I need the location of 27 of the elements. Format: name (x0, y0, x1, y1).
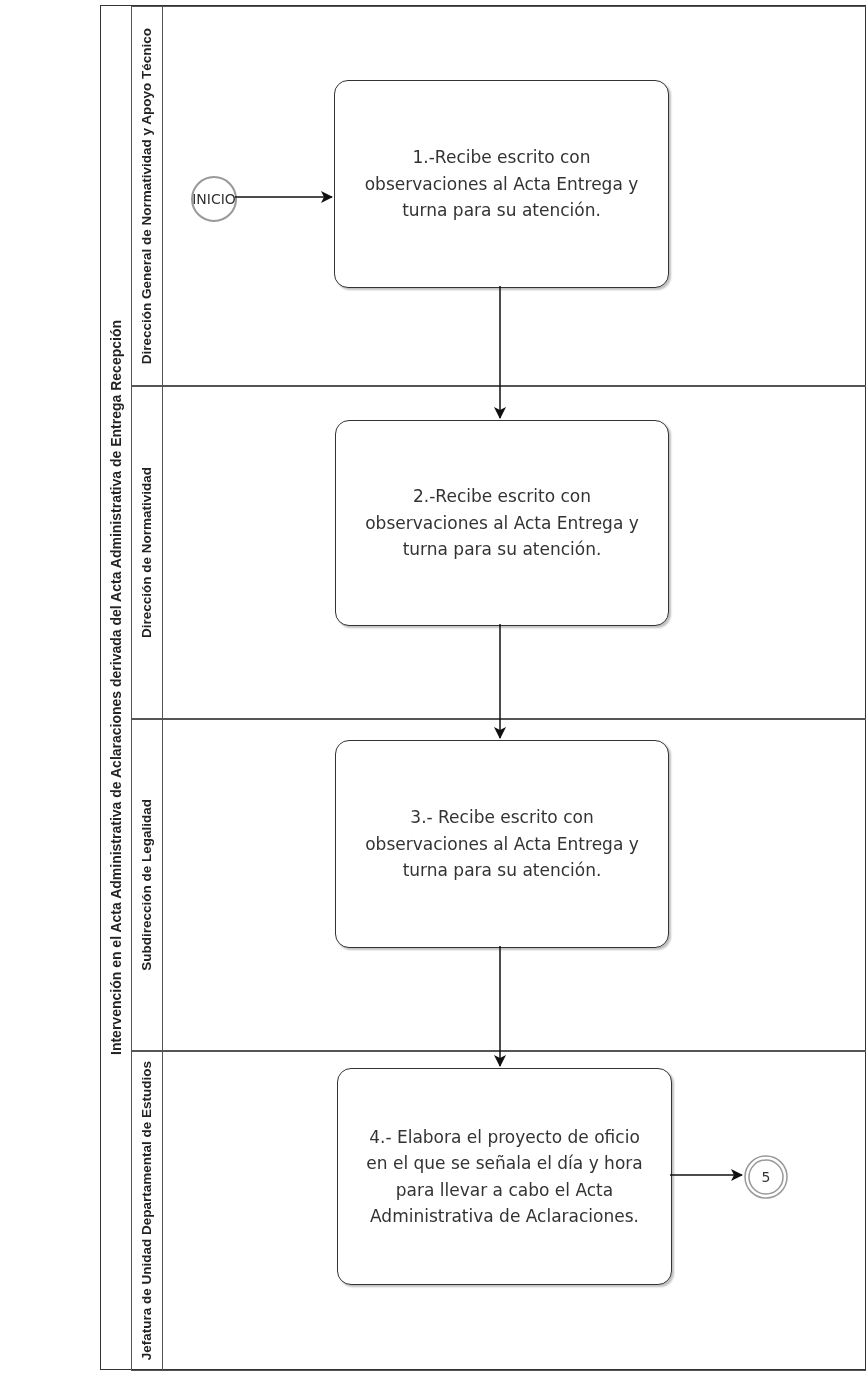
swimlane (131, 1051, 866, 1371)
process-text: 3.- Recibe escrito con observaciones al Acta Entrega y turna para su atención. (364, 806, 640, 883)
event-label: 5 (761, 1169, 771, 1185)
swimlane (131, 6, 866, 386)
process-box (335, 740, 669, 948)
lane-label: Subdirección de Legalidad (138, 799, 155, 971)
link-event-circle (744, 1155, 788, 1199)
process-text: 2.-Recibe escrito con observaciones al Acta Entrega y turna para su atención. (364, 485, 640, 562)
arrow (669, 1169, 743, 1181)
start-event-circle (191, 176, 237, 222)
pool-title: Intervención en el Acta Administrativa de Aclaraciones derivada del Acta Administrativa de Entrega Recepción (107, 320, 125, 1055)
process-box (335, 420, 669, 626)
swimlane (131, 719, 866, 1051)
event-label: INICIO (192, 191, 236, 207)
lane-label: Jefatura de Unidad Departamental de Estudios (138, 1061, 155, 1361)
process-text: 1.-Recibe escrito con observaciones al Acta Entrega y turna para su atención. (363, 146, 640, 223)
arrow (494, 285, 506, 419)
lane-label: Dirección General de Normatividad y Apoyo Técnico (138, 27, 155, 365)
lane-label: Dirección de Normatividad (138, 466, 155, 638)
arrow (494, 623, 506, 739)
process-text: 4.- Elabora el proyecto de oficio en el que se señala el día y hora para llevar a cabo el Acta Administrativa de Aclaraciones. (365, 1125, 644, 1228)
arrow (494, 945, 506, 1067)
arrow (234, 191, 333, 203)
pool-frame (100, 5, 866, 1370)
process-box (337, 1068, 672, 1285)
swimlane (131, 386, 866, 719)
process-box (334, 80, 669, 288)
